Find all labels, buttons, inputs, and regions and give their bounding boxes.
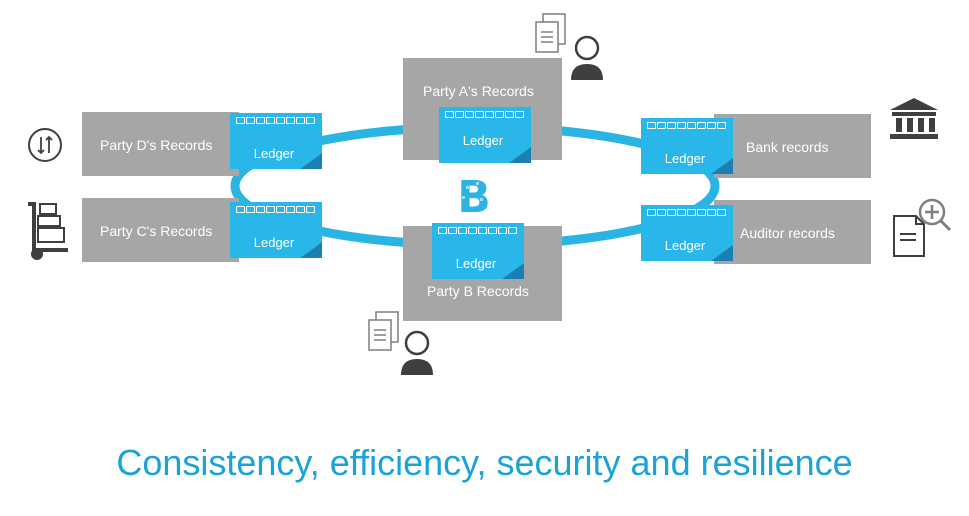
chain-icon — [445, 111, 524, 120]
ledger-bank: Ledger — [641, 118, 738, 174]
ledger-party-d: Ledger — [230, 113, 327, 169]
person-icon — [571, 35, 603, 80]
tagline: Consistency, efficiency, security and re… — [116, 442, 853, 483]
auditor-records-box: Auditor records — [714, 200, 871, 264]
ledger-label: Ledger — [664, 238, 706, 253]
party-c-records-box: Party C's Records — [82, 198, 239, 262]
hand-truck-icon — [28, 202, 68, 260]
bank-records-label: Bank records — [746, 139, 829, 155]
ledger-label: Ledger — [253, 146, 295, 161]
party-a-records-label: Party A's Records — [423, 83, 534, 99]
party-b-records-label: Party B Records — [427, 283, 529, 299]
ledger-label: Ledger — [664, 151, 706, 166]
ledger-label: Ledger — [455, 256, 497, 271]
ledger-auditor: Ledger — [641, 205, 738, 261]
auditor-records-label: Auditor records — [740, 225, 835, 241]
party-d-records-label: Party D's Records — [100, 137, 213, 153]
documents-icon — [535, 13, 566, 53]
ledger-party-b: Ledger — [432, 223, 529, 279]
chain-icon — [236, 117, 315, 126]
ledger-party-c: Ledger — [230, 202, 327, 258]
blockchain-logo-icon: B — [457, 172, 491, 220]
bank-records-box: Bank records — [714, 114, 871, 178]
chain-icon — [438, 227, 517, 236]
ledger-label: Ledger — [462, 133, 504, 148]
chain-icon — [647, 122, 726, 131]
ledger-label: Ledger — [253, 235, 295, 250]
party-d-records-box: Party D's Records — [82, 112, 239, 176]
party-b-records-box: Party B Records — [403, 226, 562, 321]
document-search-icon — [893, 198, 952, 257]
ledger-party-a: Ledger — [439, 107, 536, 163]
chain-icon — [647, 209, 726, 218]
bank-icon — [890, 98, 938, 139]
person-icon — [401, 330, 433, 375]
documents-icon — [368, 311, 399, 351]
sync-arrows-icon — [28, 128, 62, 162]
party-c-records-label: Party C's Records — [100, 223, 213, 239]
chain-icon — [236, 206, 315, 215]
